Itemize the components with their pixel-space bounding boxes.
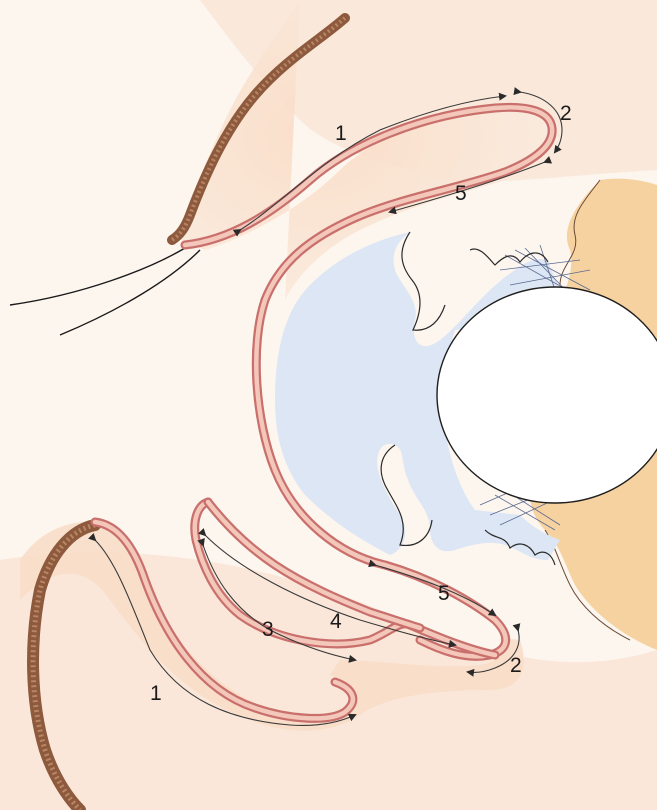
label-upper-5: 5 xyxy=(455,182,467,205)
label-lower-1: 1 xyxy=(150,682,162,705)
label-lower-2: 2 xyxy=(510,654,522,677)
label-upper-1: 1 xyxy=(335,122,347,145)
label-lower-4: 4 xyxy=(330,610,342,633)
label-upper-2: 2 xyxy=(560,102,572,125)
label-lower-5: 5 xyxy=(438,582,450,605)
lens xyxy=(437,287,657,503)
label-lower-3: 3 xyxy=(262,618,274,641)
